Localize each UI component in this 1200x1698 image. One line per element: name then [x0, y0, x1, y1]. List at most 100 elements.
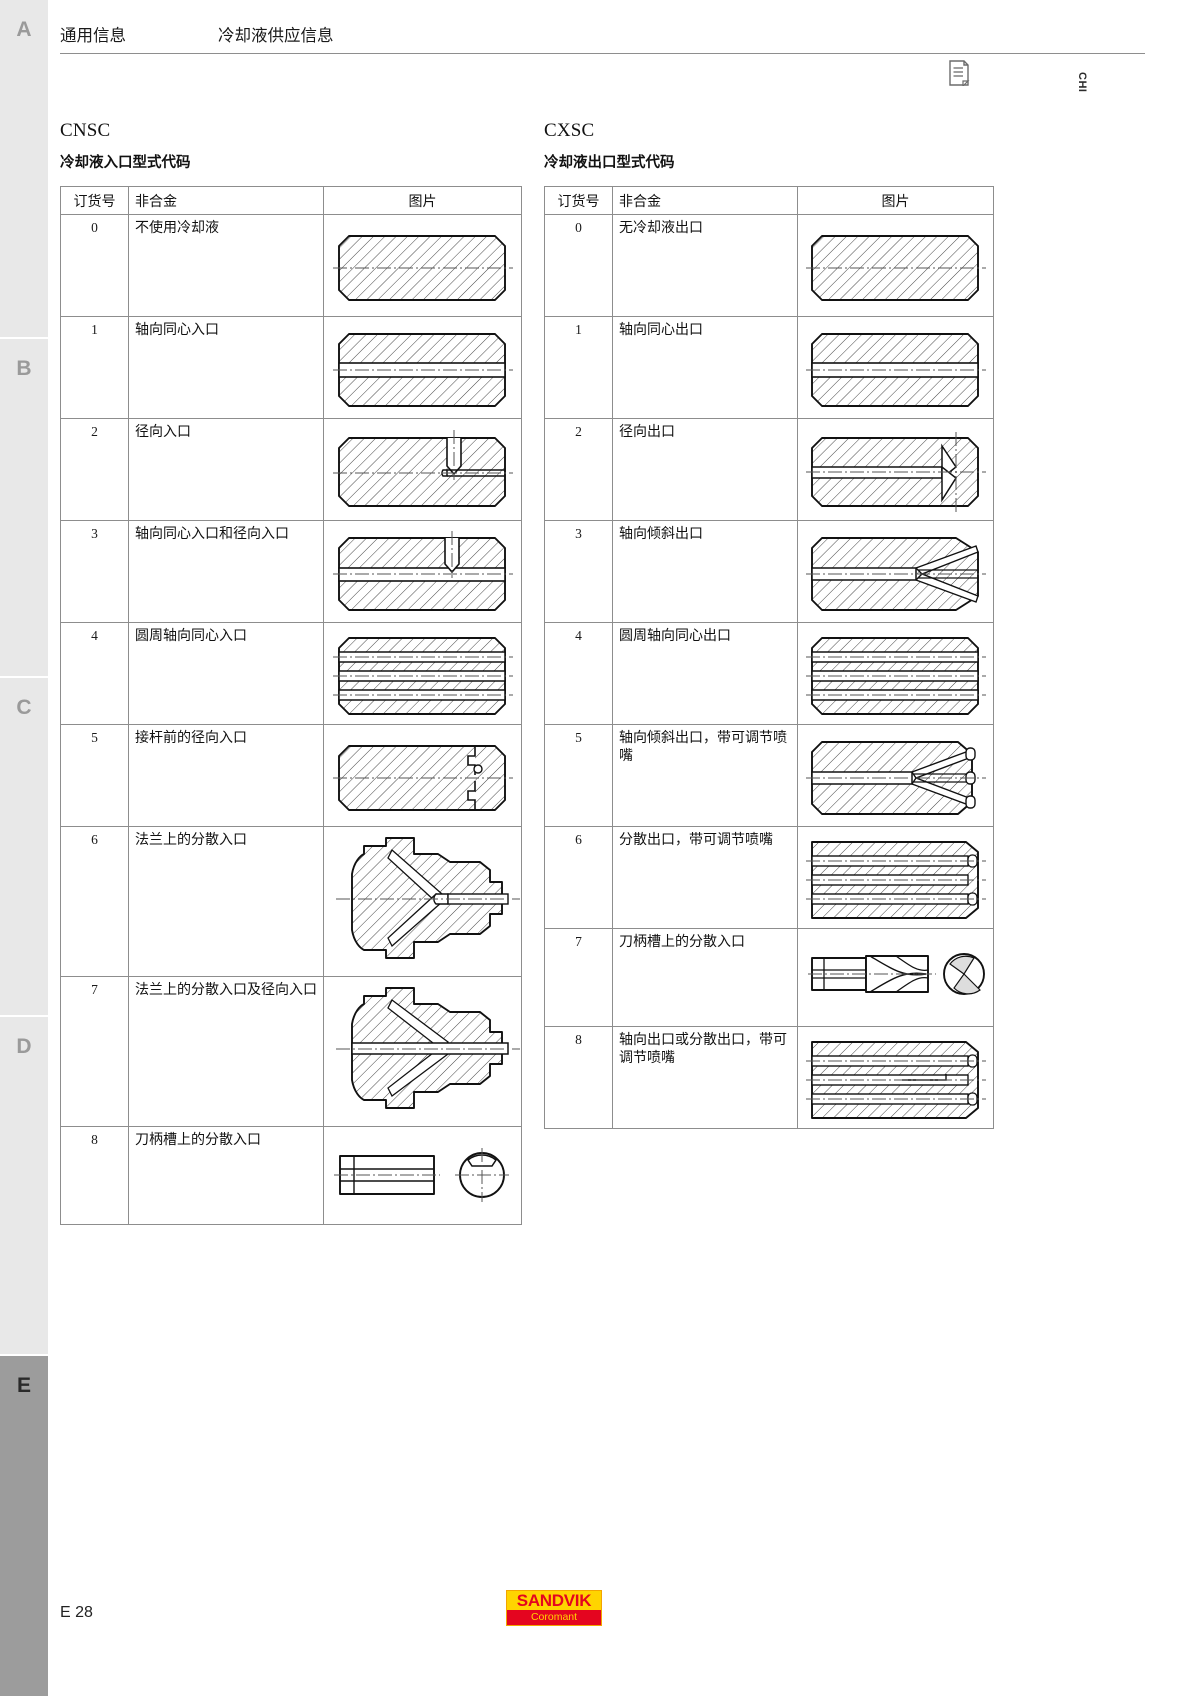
cell-figure-distributed-outlet-adjustable-nozzle: [797, 826, 994, 929]
sandvik-coromant-logo: SANDVIK Coromant: [506, 1590, 602, 1626]
code-title-cnsc: CNSC: [60, 120, 111, 141]
cell-order-number: 6: [544, 826, 613, 929]
cell-description: 刀柄槽上的分散入口: [612, 928, 798, 1027]
cell-figure-axial-central-bore: [323, 316, 522, 419]
cell-order-number: 1: [544, 316, 613, 419]
sidebar-tab-letter: D: [16, 1035, 32, 1058]
cell-description: 圆周轴向同心出口: [612, 622, 798, 725]
cell-figure-axial-inclined-outlet: [797, 520, 994, 623]
cell-description: 轴向倾斜出口，带可调节喷嘴: [612, 724, 798, 827]
cell-order-number: 0: [60, 214, 129, 317]
cell-description: 无冷却液出口: [612, 214, 798, 317]
page-number: E 28: [60, 1604, 93, 1621]
cell-figure-radial-inlet-front-of-adaptor: [323, 724, 522, 827]
cell-figure-flange-distributed-inlet: [323, 826, 522, 977]
cell-order-number: 4: [544, 622, 613, 725]
th-order: 订货号: [544, 186, 613, 215]
cell-description: 法兰上的分散入口: [128, 826, 324, 977]
cell-description: 分散出口，带可调节喷嘴: [612, 826, 798, 929]
sidebar-tab-c[interactable]: C: [0, 678, 48, 1017]
sidebar-tab-e[interactable]: E: [0, 1356, 48, 1698]
cell-figure-solid-no-coolant-outlet: [797, 214, 994, 317]
cell-order-number: 0: [544, 214, 613, 317]
cell-order-number: 3: [544, 520, 613, 623]
th-desc: 非合金: [612, 186, 798, 215]
cell-description: 轴向同心入口: [128, 316, 324, 419]
th-figure: 图片: [797, 186, 994, 215]
th-order: 订货号: [60, 186, 129, 215]
cell-order-number: 5: [60, 724, 129, 827]
sidebar-tab-letter: E: [16, 1374, 31, 1397]
th-desc: 非合金: [128, 186, 324, 215]
sidebar-tab-d[interactable]: D: [0, 1017, 48, 1356]
cell-order-number: 7: [544, 928, 613, 1027]
cell-description: 径向出口: [612, 418, 798, 521]
table-header-row: 订货号 非合金 图片: [544, 186, 994, 215]
cell-order-number: 2: [60, 418, 129, 521]
cell-figure-shank-flute-distributed-inlet: [323, 1126, 522, 1225]
cell-figure-axial-inclined-outlet-adjustable-nozzle: [797, 724, 994, 827]
cell-order-number: 3: [60, 520, 129, 623]
cell-order-number: 8: [60, 1126, 129, 1225]
sidebar-tab-b[interactable]: B: [0, 339, 48, 678]
cell-description: 圆周轴向同心入口: [128, 622, 324, 725]
cell-figure-axial-or-distributed-outlet-adjustable-nozzle: [797, 1026, 994, 1129]
sidebar-tab-a[interactable]: A: [0, 0, 48, 339]
th-figure: 图片: [323, 186, 522, 215]
cell-order-number: 4: [60, 622, 129, 725]
cell-figure-endmill-flute-distributed-outlet: [797, 928, 994, 1027]
cell-description: 不使用冷却液: [128, 214, 324, 317]
document-note-icon[interactable]: [948, 60, 970, 91]
cell-description: 轴向同心出口: [612, 316, 798, 419]
code-title-cxsc: CXSC: [544, 120, 595, 141]
cell-order-number: 6: [60, 826, 129, 977]
code-subtitle-cnsc: 冷却液入口型式代码: [60, 155, 191, 171]
section-index-sidebar: A B C D E: [0, 0, 48, 1698]
cell-description: 轴向出口或分散出口，带可调节喷嘴: [612, 1026, 798, 1129]
page-canvas: 通用信息 冷却液供应信息 CHI CNSC 冷却液入口型式代码 订货号 非合金 …: [48, 0, 1200, 1698]
cell-figure-radial-inlet-bore: [323, 418, 522, 521]
cell-order-number: 1: [60, 316, 129, 419]
page-header: 通用信息 冷却液供应信息: [60, 22, 1145, 54]
language-tag: CHI: [1076, 72, 1088, 93]
sidebar-tab-letter: C: [16, 696, 32, 719]
cell-description: 径向入口: [128, 418, 324, 521]
cell-figure-peripheral-axial-bores: [323, 622, 522, 725]
cell-figure-flange-distributed-and-radial-inlet: [323, 976, 522, 1127]
cell-description: 轴向同心入口和径向入口: [128, 520, 324, 623]
code-subtitle-cxsc: 冷却液出口型式代码: [544, 155, 675, 171]
sidebar-tab-letter: B: [16, 357, 32, 380]
logo-brand: SANDVIK: [507, 1591, 601, 1610]
cell-description: 刀柄槽上的分散入口: [128, 1126, 324, 1225]
cell-order-number: 7: [60, 976, 129, 1127]
cell-description: 接杆前的径向入口: [128, 724, 324, 827]
cell-figure-axial-and-radial-inlet: [323, 520, 522, 623]
cell-figure-solid-shank-no-coolant: [323, 214, 522, 317]
cell-description: 法兰上的分散入口及径向入口: [128, 976, 324, 1127]
cell-description: 轴向倾斜出口: [612, 520, 798, 623]
logo-subbrand: Coromant: [530, 1611, 578, 1623]
cell-order-number: 5: [544, 724, 613, 827]
sidebar-tab-letter: A: [16, 18, 32, 41]
